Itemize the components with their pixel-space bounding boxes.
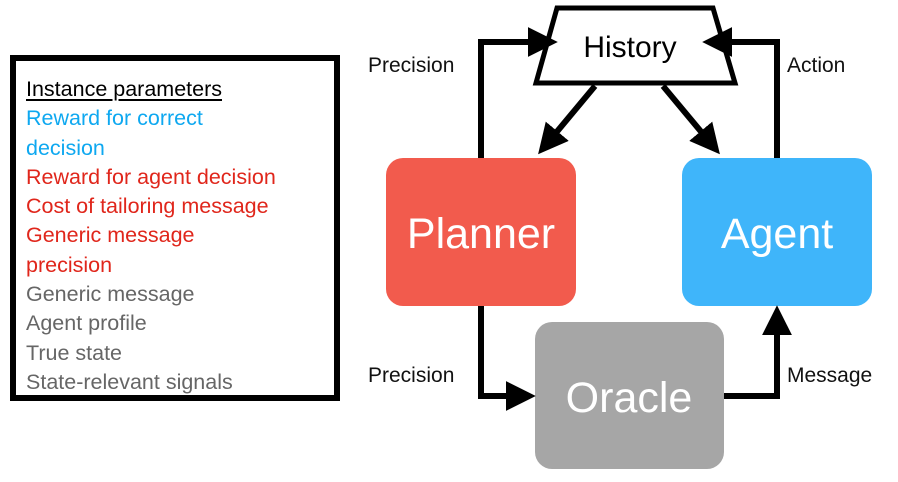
history-to-agent-arrow <box>660 84 720 155</box>
oracle-to-agent-arrow <box>724 305 792 399</box>
param-cost-tailoring: Cost of tailoring message <box>26 194 269 219</box>
planner-to-oracle-arrow <box>478 306 536 411</box>
edge-label-oracle-agent: Message <box>787 364 872 387</box>
param-generic-precision-line1: Generic message <box>26 223 195 248</box>
agent-node: Agent <box>682 158 872 306</box>
history-to-planner-arrow <box>538 84 598 155</box>
param-generic-message: Generic message <box>26 282 195 307</box>
history-node: History <box>532 5 739 86</box>
param-true-state: True state <box>26 340 122 365</box>
planner-label: Planner <box>407 210 555 258</box>
edge-label-planner-history: Precision <box>368 54 454 77</box>
planner-node: Planner <box>386 158 576 306</box>
param-reward-agent-decision: Reward for agent decision <box>26 164 276 189</box>
param-reward-correct-line2: decision <box>26 135 105 160</box>
history-label: History <box>583 31 676 64</box>
planner-to-history-arrow <box>478 27 558 158</box>
instance-parameters-box: Instance parameters Reward for correct d… <box>10 55 340 401</box>
agent-to-history-arrow <box>702 27 780 158</box>
agent-label: Agent <box>721 210 833 258</box>
param-reward-correct-line1: Reward for correct <box>26 106 203 131</box>
oracle-node: Oracle <box>535 322 724 469</box>
param-state-signals: State-relevant signals <box>26 369 233 394</box>
param-agent-profile: Agent profile <box>26 311 147 336</box>
param-generic-precision-line2: precision <box>26 252 113 277</box>
instance-parameters-title: Instance parameters <box>26 77 222 101</box>
edge-label-planner-oracle: Precision <box>368 364 454 387</box>
oracle-label: Oracle <box>566 374 693 422</box>
edge-label-agent-history: Action <box>787 54 845 77</box>
